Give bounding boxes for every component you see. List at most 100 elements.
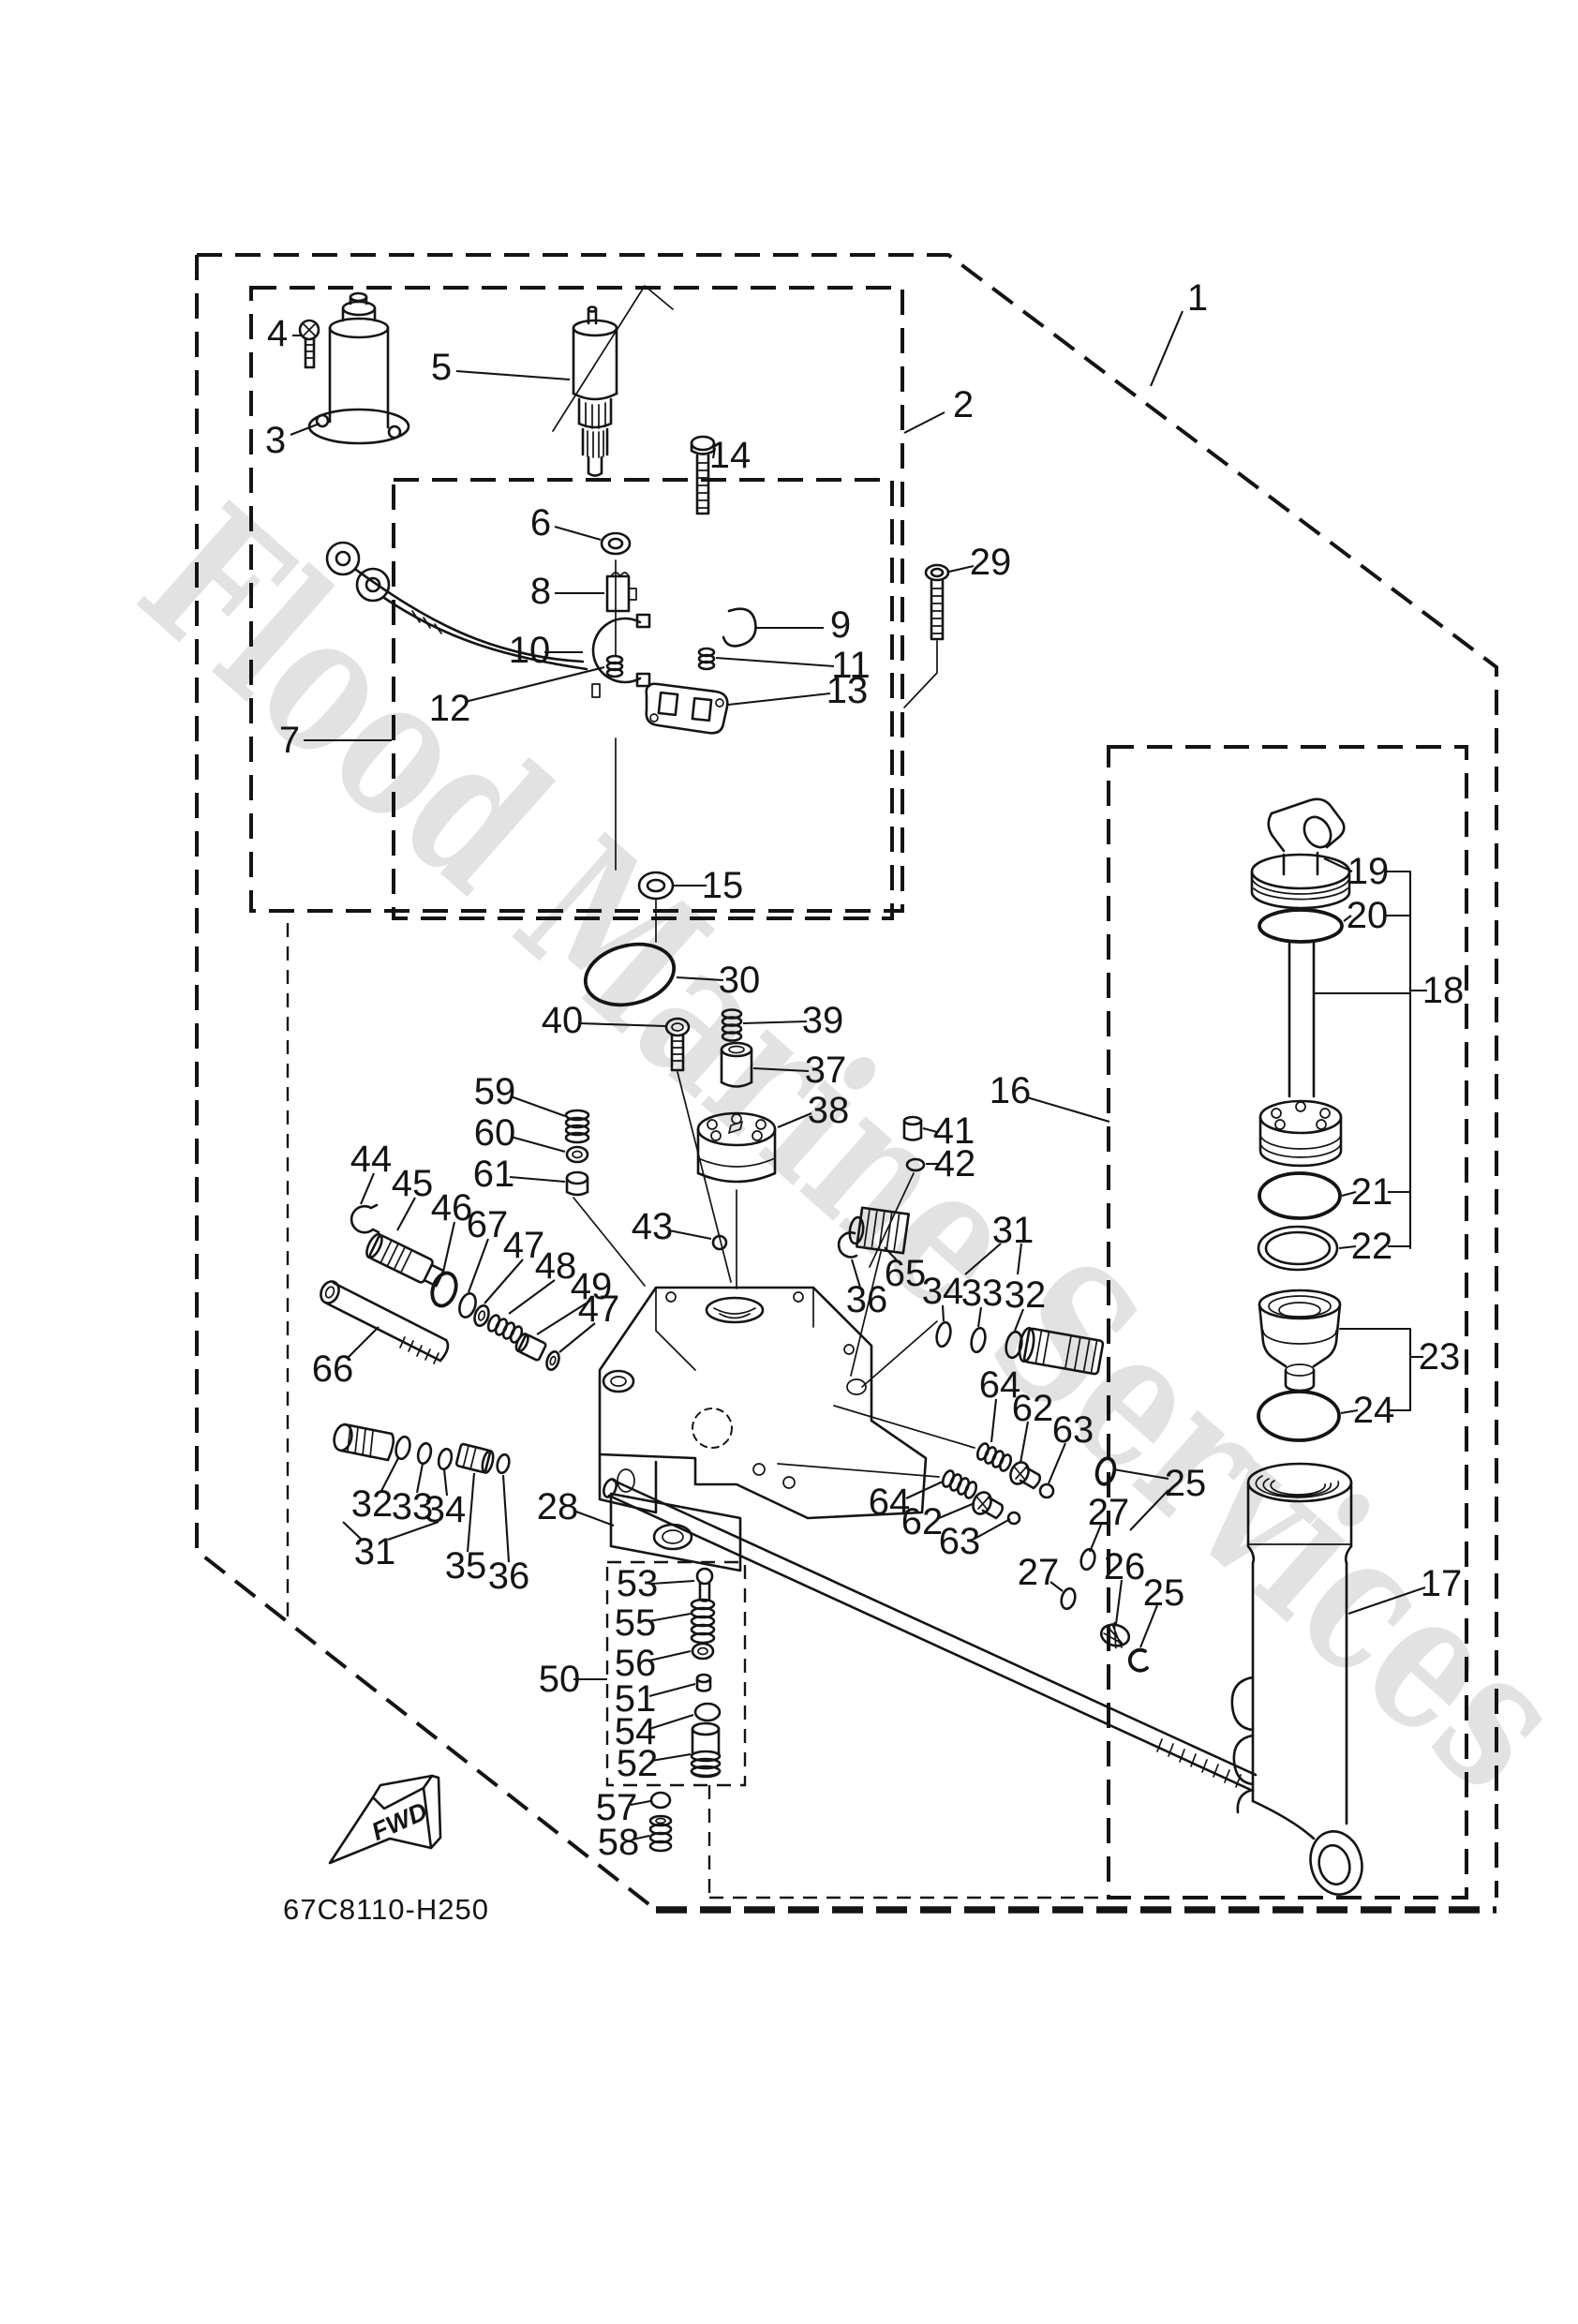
brush-plate-13 [645,682,729,735]
part-label-65: 65 [885,1253,927,1294]
bracket-lines [1313,870,1412,1412]
leader-line-67 [468,1238,489,1293]
leader-line-24 [1340,1408,1359,1415]
spring-59 [564,1109,590,1144]
leader-line-38 [777,1112,812,1128]
leader-line-32 [1014,1308,1024,1332]
part-label-55: 55 [615,1602,657,1644]
leader-line-31 [1016,1243,1023,1275]
part-label-62: 62 [1012,1388,1054,1429]
leader-line-51 [648,1682,696,1698]
part-label-7: 7 [279,720,300,761]
part-label-44: 44 [350,1139,393,1180]
leader-line-35 [466,1472,476,1553]
o-ring-67 [458,1292,477,1318]
leader-line-39 [742,1020,808,1025]
drawing-code: 67C8110-H250 [283,1893,489,1926]
washer-47b [545,1350,560,1371]
group-box-1 [197,253,1498,1898]
part-label-9: 9 [830,604,851,646]
part-label-3: 3 [265,420,286,461]
ring-32-left [394,1435,411,1461]
leader-line-48 [508,1279,556,1315]
leader-line-65 [884,1246,899,1262]
snap-ring-44 [350,1203,380,1234]
part-label-60: 60 [474,1112,516,1154]
part-label-32: 32 [1005,1274,1047,1316]
o-ring-46 [430,1271,458,1308]
bolt-14 [690,435,716,515]
leader-line-43 [668,1229,712,1241]
part-label-31: 31 [992,1210,1035,1251]
plug-65 [848,1206,910,1377]
part-label-39: 39 [802,1000,844,1041]
part-label-6: 6 [530,502,551,544]
screw-4 [298,319,320,369]
leader-line-19 [1323,857,1353,872]
part-label-56: 56 [615,1643,657,1684]
plug-49 [514,1333,547,1362]
washer-60 [565,1145,589,1164]
leader-line-30 [676,976,724,982]
leader-line-17 [1347,1587,1426,1615]
part-label-8: 8 [530,571,551,612]
leader-line-33 [415,1463,424,1494]
leader-line-25 [1129,1489,1169,1531]
part-label-29: 29 [970,542,1012,583]
leader-line-25 [1112,1467,1169,1481]
ball-63a [1038,1482,1055,1499]
o-ring-30 [583,942,677,1007]
leader-line-60 [510,1135,566,1154]
c-ring-36 [837,1231,858,1259]
ball-63b [1006,1511,1021,1526]
part-label-47: 47 [503,1225,545,1266]
valve-seat-61 [565,1170,646,1287]
leader-line-29 [948,564,975,574]
spring-55 [690,1598,716,1645]
leader-line-47 [484,1259,524,1304]
ring-27b [1060,1587,1077,1611]
screw-62a [1009,1461,1042,1490]
leader-line-33 [976,1306,983,1328]
leader-line-40 [578,1021,666,1028]
part-label-21: 21 [1351,1171,1393,1213]
washer-56 [691,1642,715,1661]
spring-64a [975,1442,1013,1472]
guide-64 [777,1405,975,1478]
leader-line-46 [441,1221,456,1273]
leader-line-61 [509,1175,566,1184]
spring-58 [648,1814,673,1853]
part-drawings [298,285,1412,1896]
leader-line-55 [648,1612,692,1623]
part-label-35: 35 [445,1545,487,1587]
part-label-63: 63 [1052,1409,1094,1451]
part-label-36: 36 [846,1279,888,1320]
brush-plate-10 [591,613,651,698]
bolt-66 [320,1280,450,1364]
leader-line-31 [342,1521,363,1541]
leader-line-2 [903,411,945,434]
leader-line-63 [975,1518,1011,1539]
o-ring-36-left [496,1452,511,1475]
ring-27a [1079,1547,1096,1572]
leader-line-66 [346,1326,380,1360]
part-label-17: 17 [1421,1563,1463,1604]
tilt-rod-28 [602,1478,1258,1793]
part-label-1: 1 [1187,277,1208,319]
part-label-46: 46 [431,1187,473,1229]
part-label-4: 4 [267,313,288,354]
group-box-1-left [195,255,658,1912]
leader-line-36 [501,1474,511,1563]
part-label-43: 43 [632,1206,674,1247]
bolt-29 [903,563,950,708]
part-label-14: 14 [709,435,752,476]
filter-26 [1099,1621,1131,1649]
leader-line-64 [990,1398,998,1443]
part-label-37: 37 [805,1050,847,1091]
leader-line-32 [380,1457,399,1492]
group-box-2 [249,286,904,913]
part-label-28: 28 [537,1486,579,1527]
spring-12 [605,654,624,678]
part-label-16: 16 [990,1070,1032,1111]
